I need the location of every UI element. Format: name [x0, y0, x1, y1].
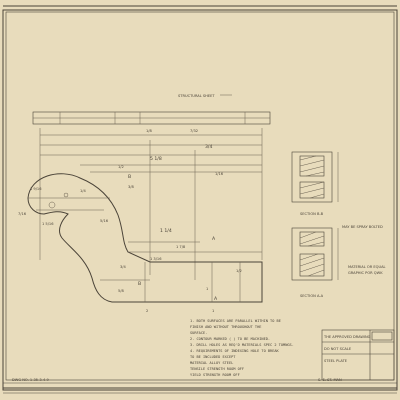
- note-line: 4. REQUIREMENTS OF INDEXING HOLE TO BREA…: [190, 349, 280, 353]
- bottom-reference: S. E. ST. MAN: [318, 378, 342, 382]
- dim-top-6: 1/16: [215, 172, 224, 176]
- section-marker-b: B: [128, 174, 131, 180]
- drawing-number: DWG NO. 1-35-3-4-9: [12, 378, 50, 382]
- dim-left-2: 7/16: [18, 212, 27, 216]
- title-block-line-3: STEEL PLATE: [324, 359, 348, 363]
- outer-border: [2, 9, 398, 391]
- dim-left-5: 5/16: [100, 219, 109, 223]
- note-line: TENSILE STRENGTH ROOM OFF: [190, 367, 244, 371]
- right-note-2: MATERIAL OR EQUAL: [348, 265, 386, 269]
- dim-right-1: 1/2: [236, 269, 242, 273]
- title-block: [321, 329, 395, 381]
- dim-left-3: 1 5/16: [42, 222, 54, 226]
- dim-bot-1: 2: [146, 309, 148, 313]
- note-line: TO BE INCLUDED EXCEPT: [190, 355, 236, 359]
- dim-left-1: 1 9/16: [30, 187, 42, 191]
- general-notes: 1. BOTH SURFACES ARE PARALLEL WITHIN TO …: [190, 319, 294, 377]
- section-bb-label: SECTION B-B: [300, 212, 324, 216]
- dim-mid-2: 1 7/8: [176, 245, 186, 249]
- note-line: FINISH AND WITHOUT THROUGHOUT THE: [190, 325, 261, 329]
- note-line: 2. CONTOUR MARKED ( ) TO BE MACHINED.: [190, 337, 270, 341]
- title-block-line-1: THE APPROVED DRAWING: [323, 335, 371, 339]
- hook-profile: [27, 173, 263, 303]
- title-strip: STRUCTURAL SHEET: [178, 94, 215, 98]
- top-dimension-lines: [39, 128, 263, 280]
- note-line: 3. DRILL HOLES AS REQ'D MATERIALS SPEC 2…: [190, 343, 294, 347]
- dim-mid-5: 1: [206, 287, 208, 291]
- dim-mid-3: 1 3/16: [150, 257, 162, 261]
- section-aa-view: [291, 227, 339, 281]
- section-bb-view: [291, 151, 339, 203]
- dim-top-1: 1/8: [146, 129, 152, 133]
- dim-top-3: 3/4: [205, 144, 212, 150]
- note-line: MATERIAL ALLOY STEEL: [190, 361, 233, 365]
- dim-top-2: 7/32: [190, 129, 198, 133]
- section-marker-b2: B: [138, 281, 141, 287]
- dim-bot-2: 1: [212, 309, 214, 313]
- section-aa-label: SECTION A-A: [300, 294, 324, 298]
- dim-mid-6: 5/8: [118, 289, 124, 293]
- note-line: 1. BOTH SURFACES ARE PARALLEL WITHIN TO …: [190, 319, 281, 323]
- section-marker-a2: A: [214, 296, 218, 302]
- dim-top-5: 5 1/8: [150, 156, 162, 162]
- section-marker-a: A: [212, 236, 216, 242]
- dim-left-4: 1/4: [80, 189, 86, 193]
- inner-border: [5, 11, 395, 381]
- note-line: SURFACE.: [190, 331, 207, 335]
- note-line: YIELD STRENGTH ROOM OFF: [190, 373, 240, 377]
- dim-top-4: 1/2: [118, 165, 124, 169]
- right-note-1: MAY BE SPRAY BOLTED: [342, 225, 383, 229]
- dim-mid-4: 3/4: [120, 265, 126, 269]
- title-block-line-2: DO NOT SCALE: [324, 347, 352, 351]
- top-bar-view: [32, 111, 271, 125]
- dim-left-6: 3/8: [128, 185, 134, 189]
- dim-mid-1: 1 1/4: [160, 228, 172, 234]
- right-note-3: GRAPHIC POR QWK: [348, 271, 383, 275]
